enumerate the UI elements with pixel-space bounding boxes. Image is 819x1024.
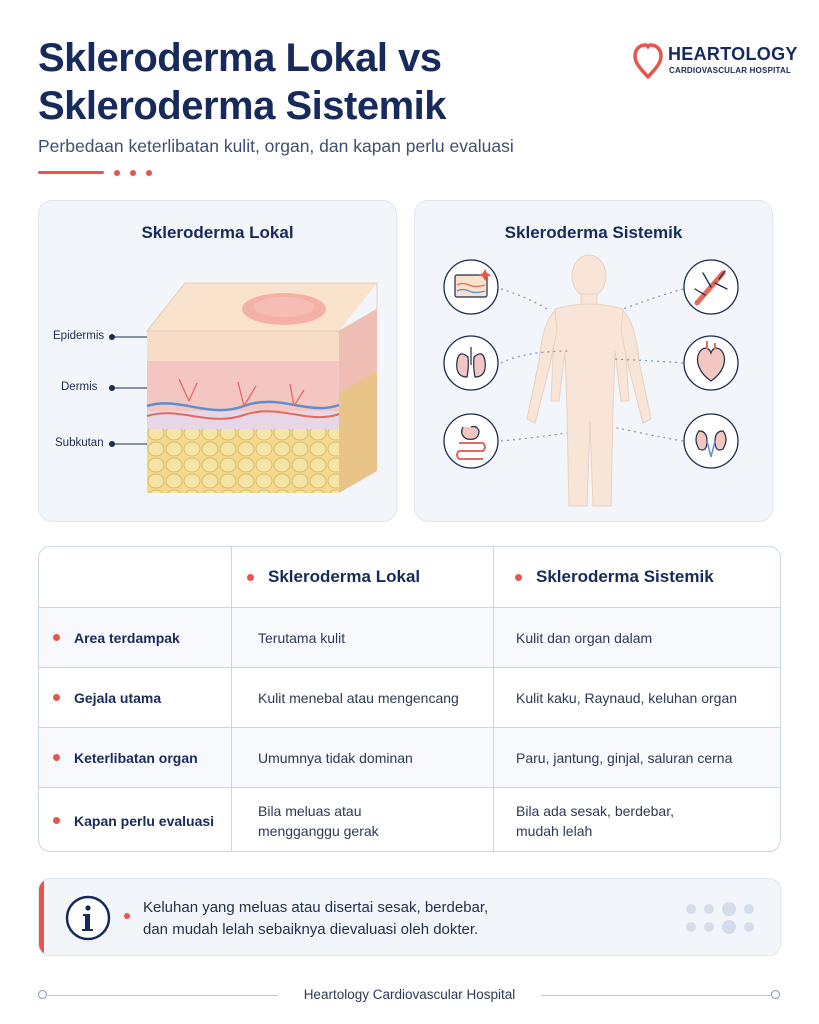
note-line-1: Keluhan yang meluas atau disertai sesak,… — [143, 899, 489, 916]
heart-pin-icon — [633, 43, 663, 79]
accent-dot — [114, 170, 120, 176]
info-icon — [65, 895, 111, 941]
column-divider — [493, 547, 494, 851]
body-organs-illustration — [443, 254, 739, 507]
label-dermis: Dermis — [61, 381, 98, 393]
note-bullet-dot — [124, 913, 130, 919]
panel-local-title: Skleroderma Lokal — [141, 223, 294, 242]
row-label-text: Kapan perlu evaluasi — [74, 812, 215, 829]
cell-local: Kulit menebal atau mengencang — [258, 689, 459, 706]
column-header-systemic-label: Skleroderma Sistemik — [536, 567, 714, 586]
cell-systemic: Kulit kaku, Raynaud, keluhan organ — [516, 689, 738, 706]
row-label: Gejala utama — [39, 668, 231, 727]
logo-name: HEARTOLOGY — [668, 44, 798, 64]
cell-systemic: Paru, jantung, ginjal, saluran cerna — [516, 749, 733, 766]
bullet-dot — [515, 573, 522, 581]
skin-cross-section-illustration — [109, 282, 378, 493]
cell-local: Terutama kulit — [258, 629, 346, 646]
title-line-2: Skleroderma Sistemik — [38, 84, 447, 128]
note-accent-bar — [39, 879, 44, 955]
page-title: Skleroderma Lokal vs Skleroderma Sistemi… — [38, 34, 598, 130]
row-label: Area terdampak — [39, 608, 231, 667]
comparison-table: Skleroderma Lokal Skleroderma Sistemik A… — [38, 546, 781, 852]
footer-dot — [771, 990, 780, 999]
bullet-dot — [247, 573, 254, 581]
accent-dot — [146, 170, 152, 176]
table-row: Keterlibatan organ Umumnya tidak dominan… — [39, 727, 780, 787]
table-header-row: Skleroderma Lokal Skleroderma Sistemik — [39, 547, 780, 607]
row-label-text: Keterlibatan organ — [74, 749, 198, 766]
row-label: Keterlibatan organ — [39, 728, 231, 787]
title-line-1: Skleroderma Lokal vs — [38, 36, 442, 80]
row-label: Kapan perlu evaluasi — [39, 788, 231, 851]
label-epidermis: Epidermis — [53, 330, 105, 342]
hospital-logo: HEARTOLOGY CARDIOVASCULAR HOSPITAL — [632, 42, 802, 82]
human-body-silhouette — [526, 254, 652, 507]
column-header-local-label: Skleroderma Lokal — [268, 567, 421, 586]
info-note: Keluhan yang meluas atau disertai sesak,… — [38, 878, 781, 956]
decorative-dots — [686, 902, 754, 934]
footer-dot — [38, 990, 47, 999]
cell-local: Bila meluas atau mengganggu gerak — [258, 802, 379, 839]
label-subkutan: Subkutan — [55, 437, 104, 449]
blood-vessel-icon — [694, 270, 728, 306]
cell-systemic: Kulit dan organ dalam — [516, 629, 653, 646]
footer-line — [48, 995, 278, 996]
accent-dot — [130, 170, 136, 176]
logo-subtitle: CARDIOVASCULAR HOSPITAL — [669, 66, 792, 75]
lungs-icon — [456, 347, 486, 378]
bullet-dot — [53, 754, 60, 761]
panel-systemic-title: Skleroderma Sistemik — [504, 223, 683, 242]
bullet-dot — [53, 694, 60, 701]
table-row: Kapan perlu evaluasi Bila meluas atau me… — [39, 787, 780, 851]
kidneys-icon — [695, 430, 727, 458]
column-divider — [231, 547, 232, 851]
cell-local: Umumnya tidak dominan — [258, 749, 413, 766]
accent-divider — [38, 171, 104, 174]
bullet-dot — [53, 634, 60, 641]
note-text: Keluhan yang meluas atau disertai sesak,… — [143, 897, 488, 941]
stomach-intestine-icon — [456, 425, 486, 460]
table-row: Area terdampak Terutama kulit Kulit dan … — [39, 607, 780, 667]
footer-line — [541, 995, 771, 996]
column-header-local: Skleroderma Lokal — [247, 547, 420, 607]
row-label-text: Area terdampak — [74, 629, 180, 646]
page-subtitle: Perbedaan keterlibatan kulit, organ, dan… — [38, 136, 514, 156]
panel-systemic: Skleroderma Sistemik — [414, 200, 773, 522]
cell-systemic: Bila ada sesak, berdebar, mudah lelah — [516, 802, 674, 839]
footer-text: Heartology Cardiovascular Hospital — [303, 987, 516, 1002]
panel-local: Skleroderma Lokal Epiderm — [38, 200, 397, 522]
skin-icon — [454, 269, 491, 298]
note-line-2: dan mudah lelah sebaiknya dievaluasi ole… — [143, 921, 479, 938]
bullet-dot — [53, 817, 60, 824]
row-label-text: Gejala utama — [74, 689, 162, 706]
column-header-systemic: Skleroderma Sistemik — [515, 547, 714, 607]
table-row: Gejala utama Kulit menebal atau mengenca… — [39, 667, 780, 727]
heart-icon — [696, 341, 726, 382]
